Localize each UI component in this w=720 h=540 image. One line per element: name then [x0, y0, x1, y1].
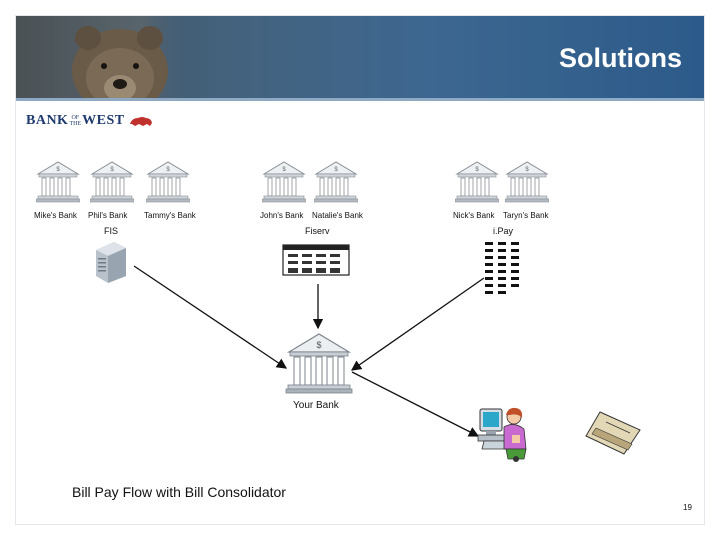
- bank-name-label: Natalie's Bank: [312, 211, 363, 220]
- svg-text:$: $: [316, 340, 321, 350]
- svg-text:$: $: [525, 167, 529, 173]
- bear-emblem-icon: [129, 117, 152, 126]
- bear-photo: [16, 16, 196, 100]
- svg-text:$: $: [475, 167, 479, 173]
- bank-building-icon: $: [504, 160, 550, 204]
- svg-text:$: $: [334, 167, 338, 173]
- bank-building-icon: $: [145, 160, 191, 204]
- processor-label-fis: FIS: [104, 226, 119, 236]
- customer-computer-icon: [477, 407, 527, 462]
- your-bank-label: Your Bank: [293, 400, 339, 411]
- ipay-server-rack-icon: [485, 242, 519, 294]
- svg-text:$: $: [166, 167, 170, 173]
- your-bank-building-icon: $: [285, 333, 353, 394]
- slide-title: Solutions: [559, 43, 682, 73]
- bill-document-icon: [585, 411, 641, 455]
- bank-building-icon: $: [89, 160, 135, 204]
- bank-name-label: Phil's Bank: [88, 211, 128, 220]
- arrow-ipay-to-your-bank: [350, 277, 485, 371]
- bank-name-label: John's Bank: [260, 211, 304, 220]
- svg-text:$: $: [56, 167, 60, 173]
- arrow-your-bank-to-customer: [351, 371, 480, 437]
- slide-header: Solutions: [16, 16, 704, 100]
- bank-building-icon: $: [313, 160, 359, 204]
- arrow-fis-to-your-bank: [133, 265, 288, 369]
- processor-label-ipay: i.Pay: [493, 226, 514, 236]
- header-divider: [16, 98, 704, 101]
- bank-name-label: Nick's Bank: [453, 211, 495, 220]
- bank-name-label: Tammy's Bank: [144, 211, 196, 220]
- bank-building-icon: $: [454, 160, 500, 204]
- svg-text:$: $: [110, 167, 114, 173]
- fis-server-icon: [96, 242, 126, 283]
- page-number: 19: [683, 503, 692, 512]
- bank-name-label: Taryn's Bank: [503, 211, 549, 220]
- svg-text:$: $: [282, 167, 286, 173]
- bank-name-label: Mike's Bank: [34, 211, 77, 220]
- processor-label-fiserv: Fiserv: [305, 226, 330, 236]
- fiserv-datacenter-icon: [282, 244, 350, 276]
- bank-building-icon: $: [35, 160, 81, 204]
- slide-caption: Bill Pay Flow with Bill Consolidator: [72, 484, 286, 500]
